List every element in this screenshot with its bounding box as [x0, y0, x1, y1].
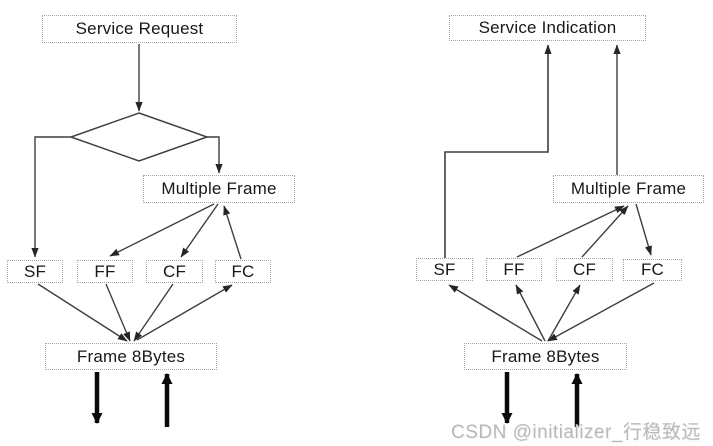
ff-box-right: FF [486, 258, 542, 281]
csdn-watermark: CSDN @initializer_行稳致远 [451, 422, 701, 443]
sf-box-right: SF [416, 258, 473, 281]
arrow-frame-to-ff-right [515, 284, 546, 342]
arrow-cf-to-multiple-frame-right [581, 205, 629, 258]
arrow-fc-to-frame-right [547, 282, 655, 342]
fc-box-right: FC [623, 259, 682, 281]
arrow-ff-to-multiple-frame-right [516, 205, 625, 258]
decision-diamond [68, 112, 210, 162]
frame-8bytes-box-right: Frame 8Bytes [464, 343, 627, 370]
arrow-sf-to-frame [37, 283, 128, 342]
arrow-frame-to-cf-right [547, 284, 581, 342]
arrow-frame-to-fc [136, 284, 233, 341]
fc-box-left: FC [215, 260, 271, 283]
arrow-multiple-frame-to-fc-right [635, 203, 652, 256]
sf-box-left: SF [7, 260, 63, 283]
arrow-multiple-frame-to-ff [109, 203, 215, 257]
arrow-multiple-frame-to-cf [180, 203, 219, 258]
multiple-frame-box-left: Multiple Frame [143, 175, 295, 203]
arrow-fc-to-multiple-frame [223, 205, 242, 260]
service-request-box: Service Request [42, 15, 237, 43]
ff-box-left: FF [77, 260, 133, 283]
arrow-decision-to-sf [31, 136, 71, 258]
cf-box-right: CF [556, 258, 613, 281]
cf-box-left: CF [146, 260, 203, 283]
frame-8bytes-box-left: Frame 8Bytes [45, 343, 217, 370]
multiple-frame-box-right: Multiple Frame [553, 175, 704, 203]
arrow-sf-to-indication [444, 44, 552, 258]
arrow-ff-to-frame [105, 283, 131, 342]
arrow-frame-to-sf-right [448, 284, 543, 342]
arrow-decision-to-multiple-frame [207, 136, 223, 174]
service-indication-box: Service Indication [449, 15, 646, 41]
arrow-cf-to-frame [133, 283, 174, 342]
